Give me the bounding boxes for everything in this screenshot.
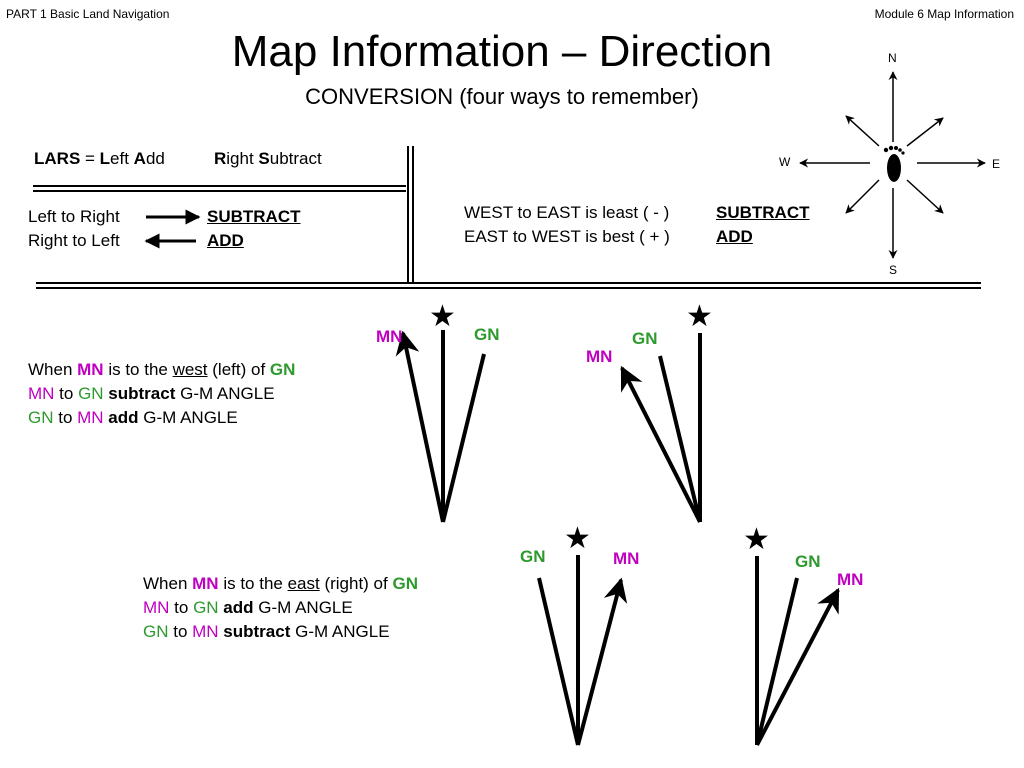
rule-west-to-east-result: SUBTRACT [716, 203, 810, 222]
east-rule-block: When MN is to the east (right) of GN MN … [143, 572, 418, 644]
diagram-label-mn: MN [586, 347, 613, 366]
rule-right-to-left: Right to Left [28, 231, 120, 250]
lars-acronym: LARS [34, 149, 81, 168]
header-module-part: PART 1 Basic Land Navigation [6, 7, 170, 21]
compass-rose [799, 71, 986, 259]
rule-east-to-west: EAST to WEST is best ( + ) [464, 227, 670, 246]
diagram-mn-west-1 [395, 330, 486, 523]
compass-west-label: W [779, 155, 791, 169]
star-icon: ★ [743, 523, 770, 556]
west-rule-block: When MN is to the west (left) of GN MN t… [28, 358, 295, 430]
diagram-mn-west-2 [620, 333, 702, 523]
compass-north-label: N [888, 51, 897, 65]
footprint-icon [883, 145, 905, 182]
diagram-label-gn: GN [520, 547, 546, 566]
page-title: Map Information – Direction [231, 27, 773, 76]
diagram-label-mn: MN [613, 549, 640, 568]
rule-west-to-east: WEST to EAST is least ( - ) [464, 203, 670, 222]
diagram-label-gn: GN [795, 552, 821, 571]
west-rule-line2: GN to MN add G-M ANGLE [28, 408, 238, 427]
east-rule-heading: When MN is to the east (right) of GN [143, 574, 418, 593]
diagram-mn-east-1 [537, 555, 628, 746]
diagram-label-gn: GN [474, 325, 500, 344]
star-icon: ★ [429, 300, 456, 333]
east-rule-line2: GN to MN subtract G-M ANGLE [143, 622, 390, 641]
header-module-name: Module 6 Map Information [874, 7, 1014, 21]
rule-left-to-right: Left to Right [28, 207, 120, 226]
rule-left-to-right-result: SUBTRACT [207, 207, 301, 226]
west-rule-heading: When MN is to the west (left) of GN [28, 360, 296, 379]
rule-east-to-west-result: ADD [716, 227, 753, 246]
diagram-mn-east-2 [755, 556, 840, 746]
diagram-label-mn: MN [376, 327, 403, 346]
star-icon: ★ [564, 522, 591, 555]
lars-mnemonic-right: Right Subtract [214, 149, 322, 168]
rule-right-to-left-result: ADD [207, 231, 244, 250]
section-dividers [33, 146, 981, 289]
east-rule-line1: MN to GN add G-M ANGLE [143, 598, 353, 617]
diagram-label-gn: GN [632, 329, 658, 348]
diagram-label-mn: MN [837, 570, 864, 589]
west-rule-line1: MN to GN subtract G-M ANGLE [28, 384, 275, 403]
compass-east-label: E [992, 157, 1001, 171]
page-subtitle: CONVERSION (four ways to remember) [305, 84, 699, 109]
lars-mnemonic: LARS = Left Add [34, 149, 165, 168]
compass-south-label: S [889, 263, 898, 277]
star-icon: ★ [686, 300, 713, 333]
